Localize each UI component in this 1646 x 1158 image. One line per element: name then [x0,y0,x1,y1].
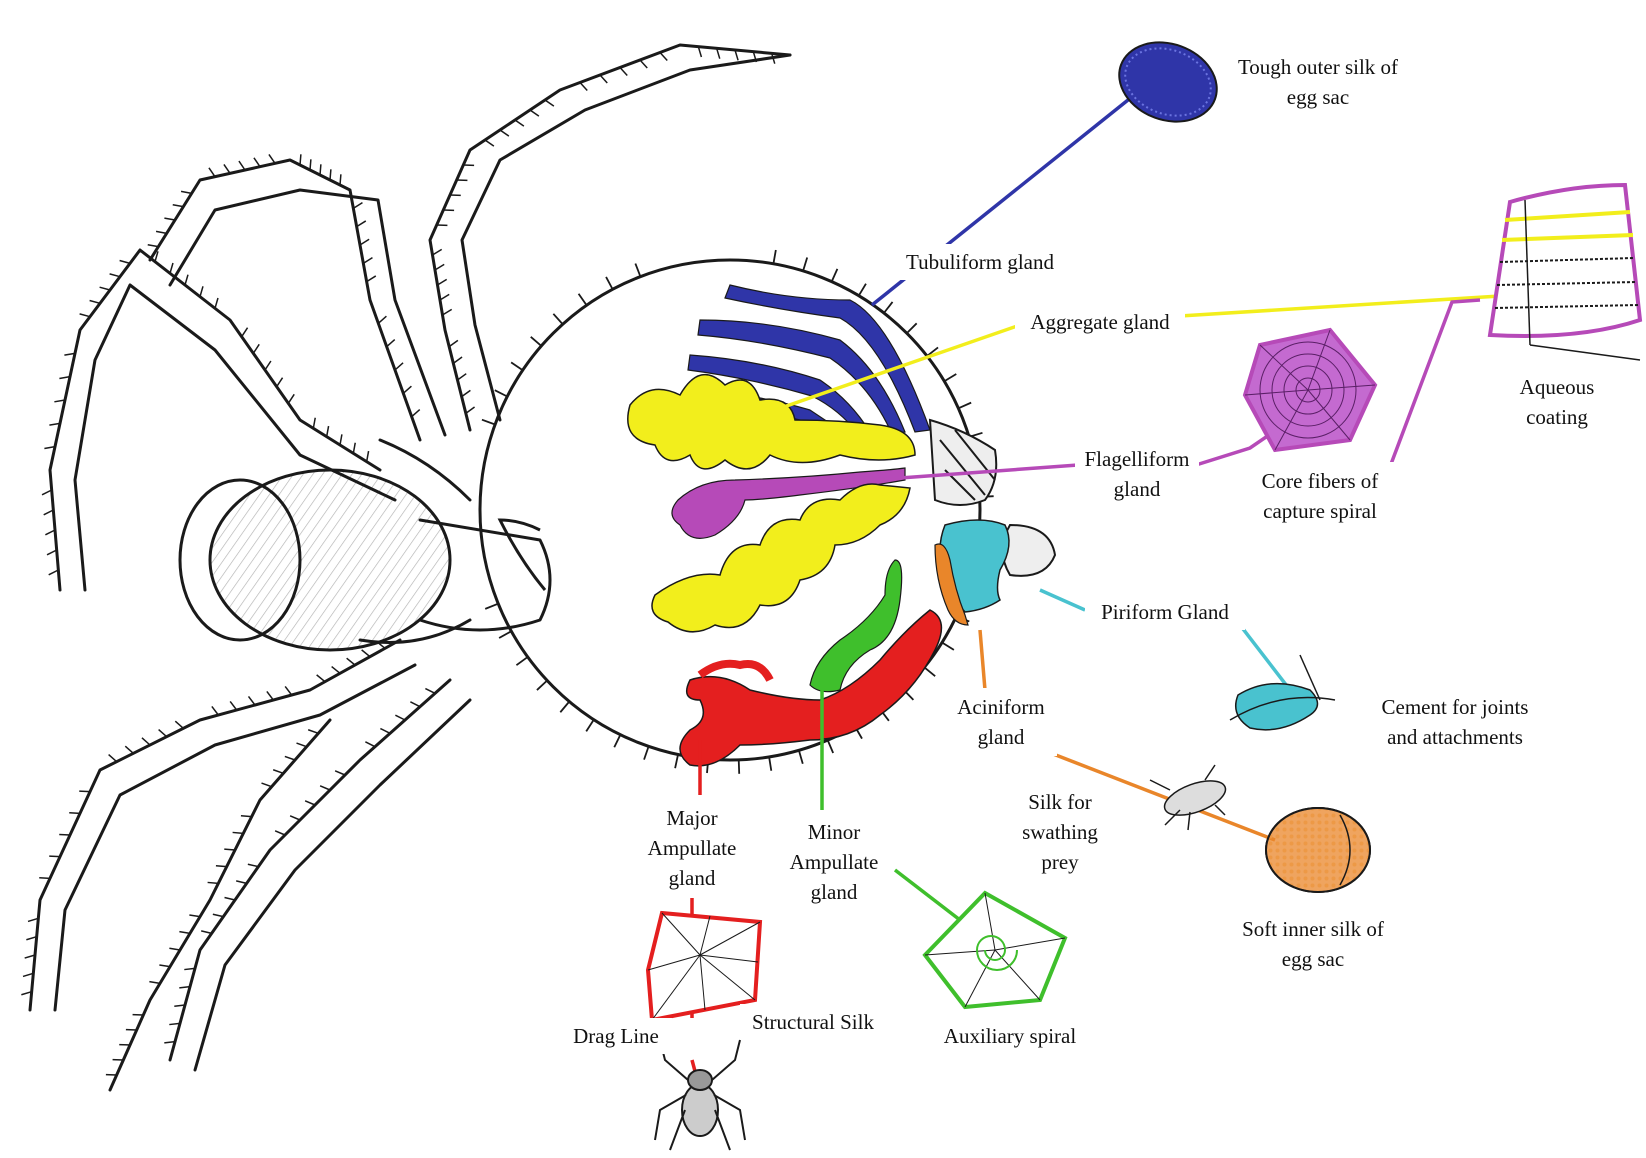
auxiliary-spiral-label: Auxiliary spiral [932,1018,1088,1054]
structural-silk-label: Structural Silk [740,1004,886,1040]
swathing-prey-label: Silk for swathing prey [1010,782,1110,882]
aciniform-gland-label: Aciniform gland [945,688,1057,756]
flagelliform-gland-label: Flagelliform gland [1075,440,1199,508]
tough-outer-silk-label: Tough outer silk of egg sac [1222,48,1414,116]
soft-inner-silk-label: Soft inner silk of egg sac [1222,910,1404,978]
aqueous-coating-diagram [1490,185,1640,360]
drag-line-label: Drag Line [560,1018,672,1054]
aggregate-gland-label: Aggregate gland [1015,304,1185,340]
small-spider-icon [655,1040,745,1150]
major-ampullate-label: Major Ampullate gland [636,798,748,898]
minor-ampullate-label: Minor Ampullate gland [777,812,891,912]
major-ampullate-gland [680,610,941,766]
tubuliform-gland-label: Tubuliform gland [895,244,1065,280]
cement-label: Cement for joints and attachments [1355,688,1555,756]
aqueous-coating-label: Aqueous coating [1490,368,1624,436]
tough-outer-silk-egg-sac [1108,29,1228,135]
piriform-gland-label: Piriform Gland [1085,594,1245,630]
cement-attachment-disc [1230,655,1335,730]
core-fibers-label: Core fibers of capture spiral [1245,462,1395,530]
soft-inner-silk-egg-sac [1266,808,1370,892]
capture-spiral-web [1245,330,1375,450]
